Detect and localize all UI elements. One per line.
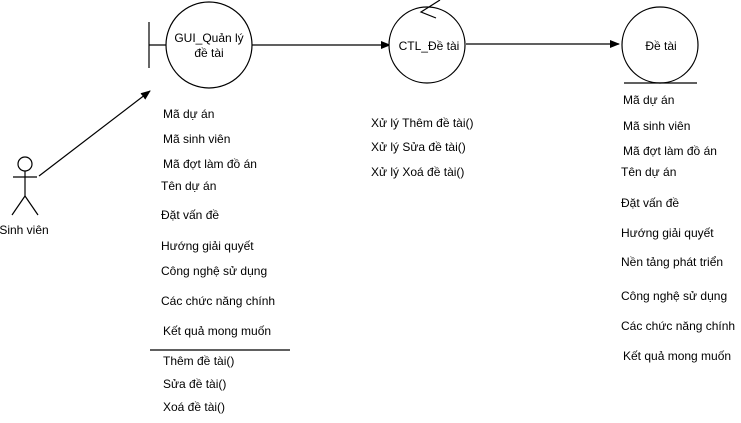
- boundary-attribute: Công nghệ sử dụng: [161, 264, 267, 278]
- boundary-attribute: Các chức năng chính: [161, 294, 275, 308]
- boundary-name-line1: GUI_Quản lý: [174, 31, 243, 45]
- control-operation: Xử lý Sửa đề tài(): [371, 140, 466, 154]
- boundary-attribute: Kết quả mong muốn: [163, 324, 271, 338]
- actor-leg-right: [24, 195, 39, 216]
- boundary-operation: Thêm đề tài(): [163, 354, 234, 368]
- control-operation: Xử lý Thêm đề tài(): [371, 116, 474, 130]
- boundary-attribute-list: Mã dự án Mã sinh viên Mã đợt làm đồ án T…: [161, 107, 275, 338]
- boundary-operation: Xoá đề tài(): [163, 400, 225, 414]
- entity-attribute: Hướng giải quyết: [621, 226, 714, 240]
- boundary-attribute: Tên dự án: [161, 179, 216, 193]
- entity-attribute: Mã dự án: [623, 93, 674, 107]
- boundary-attribute: Mã dự án: [163, 107, 214, 121]
- actor-sinh-vien: Sinh viên: [0, 156, 49, 237]
- entity-attribute: Mã sinh viên: [623, 119, 690, 133]
- actor-label: Sinh viên: [0, 223, 49, 237]
- entity-attribute: Công nghệ sử dụng: [621, 289, 727, 303]
- entity-attribute: Nền tảng phát triển: [621, 255, 723, 269]
- boundary-attribute: Mã đợt làm đồ án: [163, 157, 257, 171]
- entity-attribute: Mã đợt làm đồ án: [623, 144, 717, 158]
- control-name: CTL_Đề tài: [399, 39, 460, 53]
- boundary-attribute: Đặt vấn đề: [161, 208, 219, 222]
- boundary-attribute: Mã sinh viên: [163, 132, 230, 146]
- control-operation: Xử lý Xoá đề tài(): [371, 165, 464, 179]
- boundary-attribute: Hướng giải quyết: [161, 239, 254, 253]
- boundary-operation: Sửa đề tài(): [163, 377, 226, 391]
- actor-head: [17, 156, 33, 172]
- control-circle: [388, 6, 466, 84]
- association-actor-to-boundary: [38, 90, 151, 177]
- entity-name: Đề tài: [645, 39, 676, 53]
- control-ctl-de-tai: CTL_Đề tài: [388, 0, 466, 84]
- entity-attribute: Tên dự án: [621, 165, 676, 179]
- control-operation-list: Xử lý Thêm đề tài() Xử lý Sửa đề tài() X…: [371, 116, 474, 179]
- boundary-circle: [165, 1, 253, 89]
- entity-attribute: Đặt vấn đề: [621, 196, 679, 210]
- boundary-gui-quan-ly-de-tai: GUI_Quản lý đề tài: [148, 1, 253, 89]
- actor-leg-left: [11, 195, 26, 216]
- entity-attribute-list: Mã dự án Mã sinh viên Mã đợt làm đồ án T…: [621, 93, 735, 363]
- boundary-operation-list: Thêm đề tài() Sửa đề tài() Xoá đề tài(): [163, 354, 234, 414]
- control-arrow-head: [419, 0, 441, 19]
- entity-attribute: Kết quả mong muốn: [623, 349, 731, 363]
- boundary-name-line2: đề tài: [194, 46, 223, 60]
- entity-de-tai: Đề tài: [621, 6, 699, 84]
- entity-attribute: Các chức năng chính: [621, 319, 735, 333]
